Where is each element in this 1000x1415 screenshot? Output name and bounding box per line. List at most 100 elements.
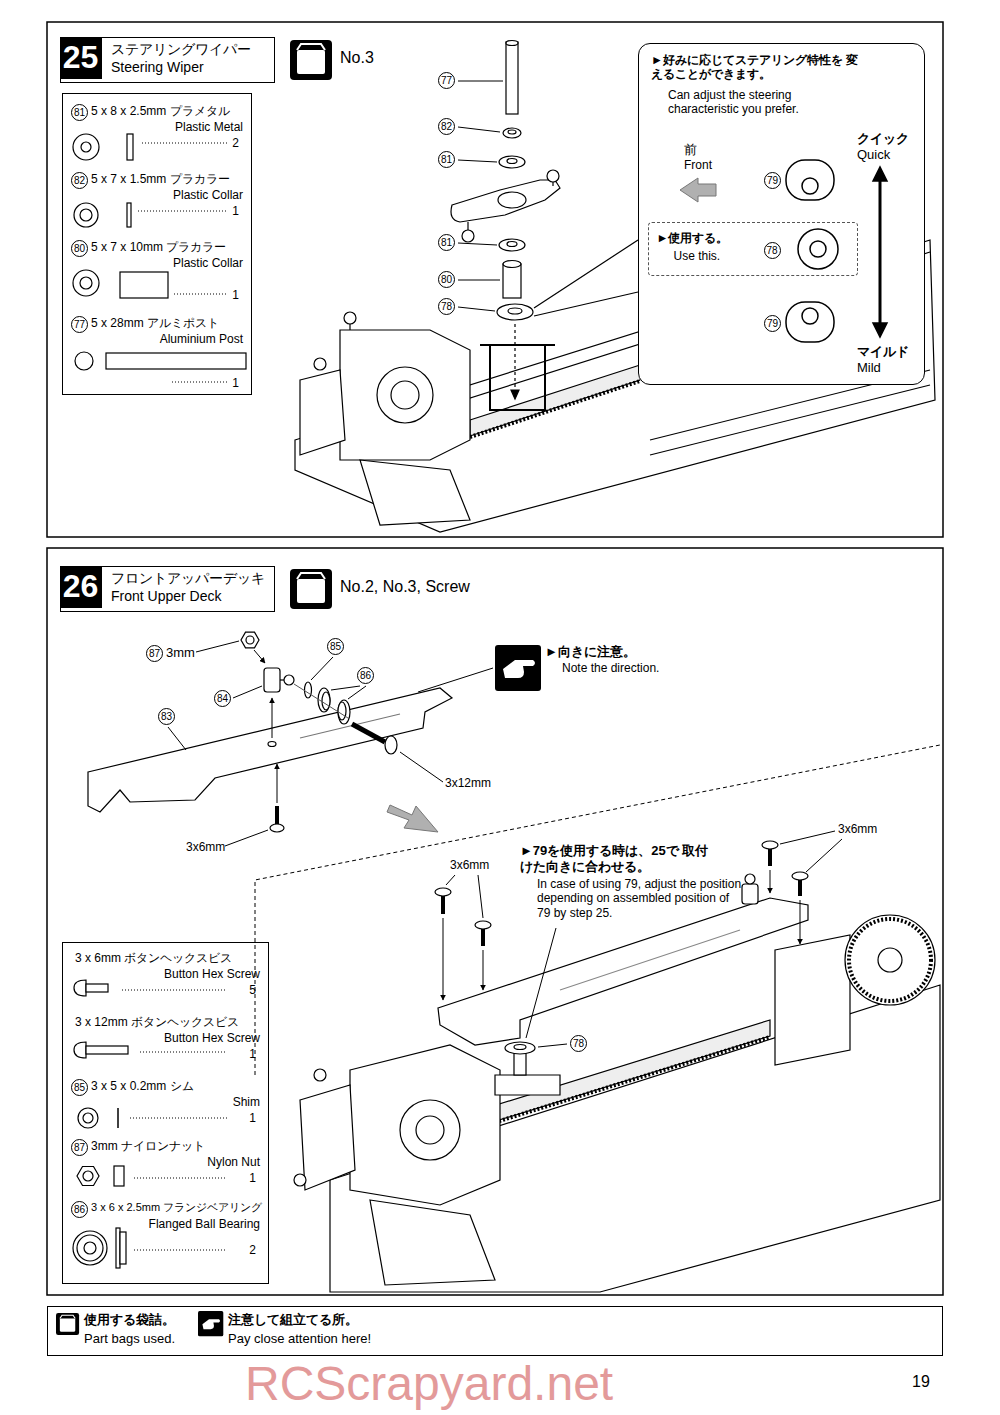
upper-deck-drawing [270, 824, 284, 832]
callout-number: 78 [438, 298, 455, 315]
leader-line [780, 831, 835, 844]
note-text: ►好みに応じてステアリング特性を 変えることができます。 [651, 53, 866, 82]
upper-deck-drawing [268, 742, 276, 747]
part-image [120, 1232, 126, 1264]
step-number-box: 25 [60, 37, 102, 79]
part-image [127, 203, 131, 227]
chassis-drawing [480, 1020, 770, 1126]
chassis-drawing [370, 1200, 495, 1285]
quantity: 1 [249, 1171, 256, 1185]
part-image [117, 1108, 119, 1128]
part-name-en: Plastic Metal [175, 120, 243, 134]
step-panel [47, 22, 943, 537]
callout-number: 82 [71, 172, 88, 189]
part-name-en: Plastic Collar [173, 188, 243, 202]
exploded-parts [503, 261, 521, 268]
part-name-en: Button Hex Screw [164, 1031, 260, 1045]
exploded-parts [451, 180, 560, 222]
step-title-box: ステアリングワイパーSteering Wiper25 [60, 37, 275, 83]
chassis-drawing [514, 324, 515, 392]
scale-label: マイルド [857, 344, 909, 360]
part-image [81, 142, 91, 152]
quantity-leader [138, 211, 227, 212]
quantity-leader [122, 990, 227, 991]
part-image [80, 209, 92, 221]
upper-deck-drawing [338, 700, 350, 724]
chassis-drawing [514, 1052, 526, 1075]
chassis-drawing [475, 921, 491, 929]
part-bag-icon [56, 40, 332, 1335]
exploded-parts [498, 192, 526, 208]
leader-line [458, 81, 503, 82]
step-number: 26 [60, 567, 102, 605]
exploded-parts [506, 42, 518, 114]
part-image [74, 980, 86, 996]
callout-number: 79 [764, 315, 781, 332]
part-name: 5 x 7 x 10mm プラカラー [91, 240, 226, 254]
leader-line [458, 81, 503, 311]
exploded-parts [508, 308, 522, 314]
chassis-drawing [314, 1069, 326, 1081]
callout-art [873, 323, 887, 337]
direction-arrow [387, 805, 438, 832]
part-name-en: Nylon Nut [207, 1155, 260, 1169]
quantity: 1 [232, 288, 239, 302]
chassis-drawing [480, 344, 555, 346]
leader-line [418, 668, 493, 692]
quantity-leader [174, 294, 227, 295]
leader-line [770, 870, 771, 893]
leader-line [458, 243, 497, 245]
quantity: 2 [232, 136, 239, 150]
callout-number: 81 [71, 104, 88, 121]
callout-art [802, 178, 818, 194]
chassis-drawing [300, 370, 345, 455]
part-name: 5 x 8 x 2.5mm プラメタル [91, 104, 230, 118]
part-image [114, 1166, 124, 1186]
quantity: 1 [232, 204, 239, 218]
dimension: 3mm [166, 645, 195, 661]
part-bag-icon [290, 569, 332, 609]
leader-line [458, 160, 497, 162]
callout-box: ►好みに応じてステアリング特性を 変えることができます。Can adjust t… [638, 43, 925, 385]
chassis-drawing [300, 1085, 355, 1190]
step-title: ステアリングワイパー [111, 41, 251, 58]
chassis-drawing [470, 365, 640, 436]
part-bag-icon [290, 40, 332, 80]
legend-text: 使用する袋詰。 [84, 1312, 175, 1328]
callout-art [786, 302, 834, 342]
chassis-drawing [391, 381, 419, 409]
part-name-en: Shim [233, 1095, 260, 1109]
chassis-drawing [314, 358, 326, 370]
chassis-drawing [849, 919, 931, 1001]
chassis-drawing [416, 1116, 444, 1144]
exploded-parts [547, 170, 559, 182]
upper-deck-drawing [338, 702, 346, 720]
chassis-drawing [745, 874, 755, 884]
part-name: 3 x 6 x 2.5mm フランジベアリング [91, 1201, 262, 1214]
upper-deck-drawing [300, 714, 400, 738]
callout-art [873, 167, 887, 181]
exploded-parts [506, 41, 518, 46]
step-title-en: Front Upper Deck [111, 588, 221, 605]
quantity-leader [142, 143, 227, 144]
chassis-drawing [511, 390, 519, 399]
quantity: 1 [232, 376, 239, 390]
leader-line [168, 727, 186, 750]
leader-line [443, 831, 842, 1047]
detail-dashed-line [255, 745, 940, 1075]
upper-deck-drawing [385, 736, 397, 754]
quantity-leader [172, 382, 227, 383]
exploded-parts [497, 304, 533, 320]
chassis-drawing [400, 1100, 460, 1160]
part-image [127, 134, 133, 160]
part-image [106, 353, 246, 369]
leader-line [526, 928, 556, 1038]
leader-line [483, 950, 484, 990]
step-title: フロントアッパーデッキ [111, 570, 265, 587]
chassis-drawing [495, 1075, 560, 1095]
leader-line [806, 839, 842, 872]
part-name: 5 x 7 x 1.5mm プラカラー [91, 172, 230, 186]
leader-line [225, 830, 268, 846]
leader-line [311, 657, 333, 680]
part-name: 3 x 12mm ボタンヘックスビス [75, 1015, 239, 1029]
